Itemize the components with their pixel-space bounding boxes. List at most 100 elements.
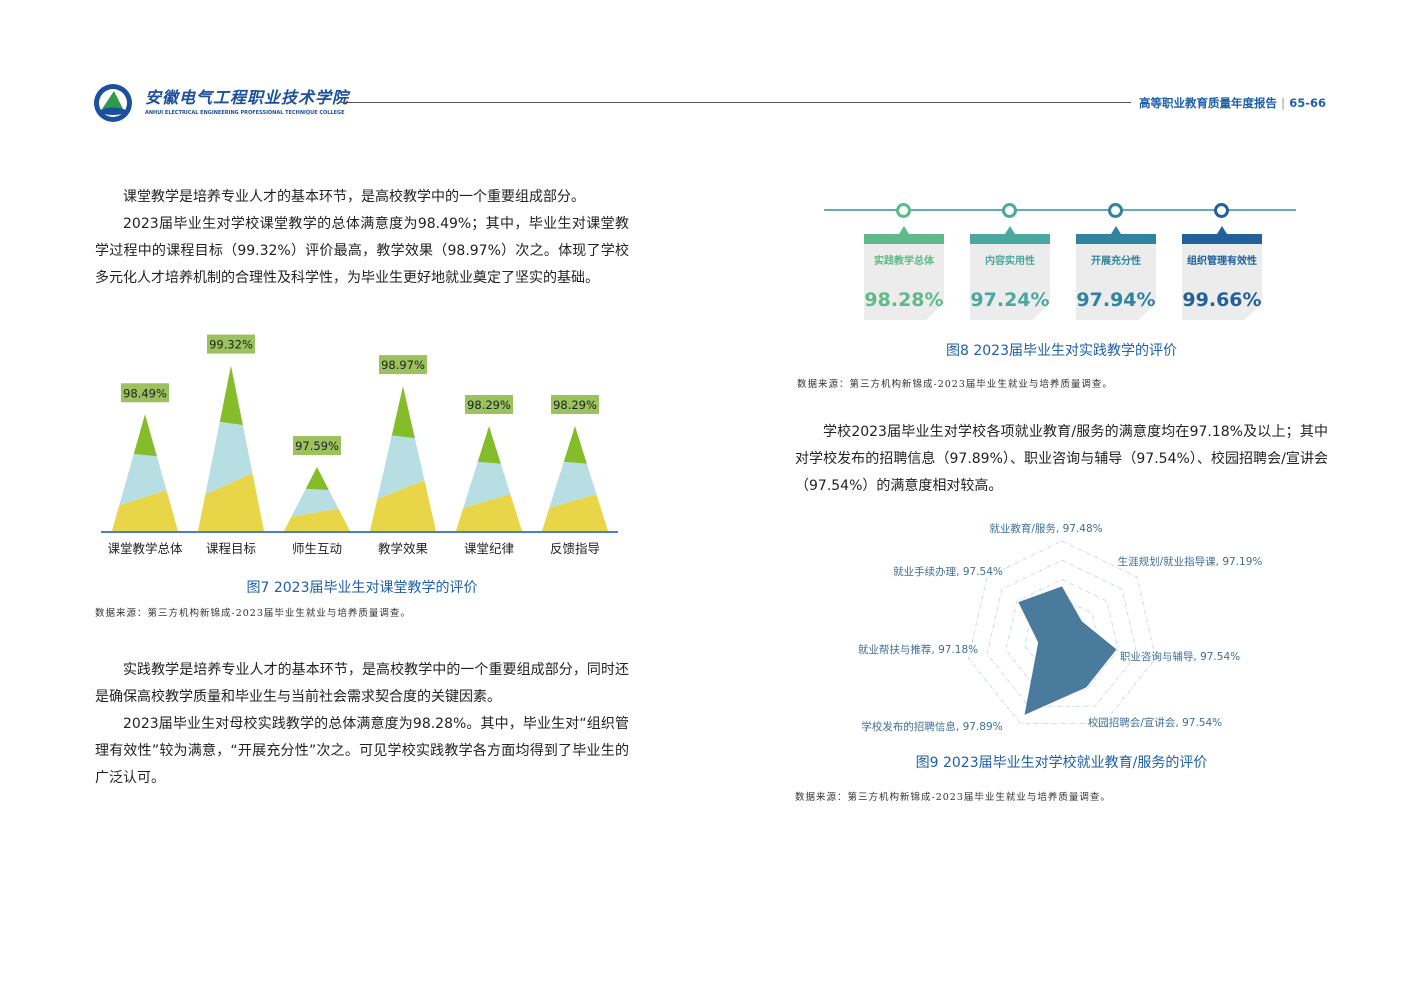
figure8-caption: 图8 2023届毕业生对实践教学的评价 [946,343,1177,359]
radar-grid-ring [967,540,1157,724]
paragraph-1: 课堂教学是培养专业人才的基本环节，是高校教学中的一个重要组成部分。 [123,189,585,205]
card-value: 99.66% [1182,289,1262,311]
card-value: 97.24% [970,289,1050,311]
card-pointer [1217,226,1227,234]
radar-axis-label: 校园招聘会/宣讲会, 97.54% [1088,716,1222,729]
card-label: 开展充分性 [1091,256,1141,267]
timeline-node [1002,203,1017,218]
chart-bar-3: 98.97% [370,355,436,531]
card-label: 组织管理有效性 [1187,256,1257,267]
bar-segment-middle [205,421,253,495]
radar-axis-label: 就业教育/服务, 97.48% [989,522,1102,535]
chart-bar-1: 99.32% [198,334,264,531]
data-label-bg [207,334,255,354]
paragraph-5: 学校2023届毕业生对学校各项就业教育/服务的满意度均在97.18%及以上；其中… [795,424,1328,494]
bar-segment-top [477,425,501,464]
timeline-node [896,203,911,218]
chart-bar-0: 98.49% [112,383,178,531]
bar-segment-middle [291,488,339,517]
data-label: 99.32% [209,338,253,352]
x-tick-label: 课堂教学总体 [107,541,183,556]
bar-segment-middle [377,435,425,500]
bar-segment-middle [463,461,511,508]
card-value: 98.28% [864,289,944,311]
card-pointer [1111,226,1121,234]
radar-grid-ring [986,559,1138,707]
page-numbers: 65-66 [1289,96,1327,110]
bar-segment-top [133,414,157,457]
employment-radar-chart: 就业教育/服务, 97.48% 生涯规划/就业指导课, 97.19% 职业咨询与辅导… [858,522,1263,733]
data-label: 98.97% [381,358,425,372]
figure7-source: 数据来源：第三方机构新锦成-2023届毕业生就业与培养质量调查。 [95,608,411,619]
figure7-caption: 图7 2023届毕业生对课堂教学的评价 [246,580,478,596]
card-value: 97.94% [1076,289,1156,311]
bar-segment-base [198,473,264,531]
bar-segment-middle [549,461,597,508]
practice-card: 开展充分性 97.94% [1076,234,1156,320]
radar-axis-label: 就业手续办理, 97.54% [893,565,1003,578]
bar-segment-top [219,365,243,426]
card-label: 内容实用性 [985,256,1035,267]
card-label: 实践教学总体 [874,256,934,267]
x-tick-label: 师生互动 [292,541,342,556]
header-rule [341,102,1131,103]
paragraph-employment: 学校2023届毕业生对学校各项就业教育/服务的满意度均在97.18%及以上；其中… [795,419,1328,500]
chart-bar-2: 97.59% [284,436,350,531]
bar-segment-top [305,467,329,491]
card-pointer [1005,226,1015,234]
classroom-teaching-chart: 98.49% 课堂教学总体 99.32% 课程目标 97.59% 师生互动 98.97% 教学… [101,334,618,556]
radar-axis-label: 职业咨询与辅导, 97.54% [1120,650,1240,663]
radar-axis-label: 就业帮扶与推荐, 97.18% [858,643,978,656]
radar-area [1018,586,1117,715]
data-label-bg [293,436,341,456]
card-header-bar [864,234,944,244]
radar-axis-label: 生涯规划/就业指导课, 97.19% [1118,555,1263,568]
x-tick-label: 教学效果 [378,541,429,556]
bar-segment-base [456,494,522,531]
card-header-bar [1182,234,1262,244]
report-title-text: 高等职业教育质量年度报告 [1139,96,1277,110]
data-label: 98.49% [123,386,167,400]
x-tick-label: 课堂纪律 [464,541,514,556]
card-pointer [899,226,909,234]
paragraph-classroom: 课堂教学是培养专业人才的基本环节，是高校教学中的一个重要组成部分。 2023届毕… [95,184,629,292]
practice-card: 组织管理有效性 99.66% [1182,234,1262,320]
paragraph-4: 2023届毕业生对母校实践教学的总体满意度为98.28%。其中，毕业生对“组织管… [95,716,629,786]
radar-grid-ring [1024,598,1100,673]
data-label: 97.59% [295,439,339,453]
bar-segment-base [112,490,178,531]
separator: | [1281,96,1290,110]
practice-card: 内容实用性 97.24% [970,234,1050,320]
data-label: 98.29% [467,398,511,412]
card-header-bar [970,234,1050,244]
chart-bar-5: 98.29% [542,394,608,531]
card-header-bar [1076,234,1156,244]
bar-segment-middle [119,453,167,506]
data-label: 98.29% [553,398,597,412]
practice-card: 实践教学总体 98.28% [864,234,944,320]
college-logo [94,84,132,122]
chart-bar-4: 98.29% [456,394,522,531]
radar-axis-label: 学校发布的招聘信息, 97.89% [861,720,1002,733]
bar-segment-base [542,494,608,531]
data-label-bg [551,394,599,414]
data-label-bg [465,394,513,414]
figure9-source: 数据来源：第三方机构新锦成-2023届毕业生就业与培养质量调查。 [795,792,1111,803]
college-name-en: ANHUI ELECTRICAL ENGINEERING PROFESSIONA… [145,110,345,116]
figure9-caption: 图9 2023届毕业生对学校就业教育/服务的评价 [915,755,1208,771]
x-tick-label: 反馈指导 [550,541,600,556]
report-title: 高等职业教育质量年度报告 | 65-66 [1139,95,1326,111]
timeline-line [824,209,1296,211]
figure8-source: 数据来源：第三方机构新锦成-2023届毕业生就业与培养质量调查。 [797,379,1113,390]
timeline-node [1214,203,1229,218]
bar-segment-base [284,508,350,531]
data-label-bg [379,355,427,375]
header: 安徽电气工程职业技术学院 ANHUI ELECTRICAL ENGINEERIN… [0,0,1421,130]
paragraph-practice: 实践教学是培养专业人才的基本环节，是高校教学中的一个重要组成部分，同时还是确保高… [95,657,629,792]
timeline-node [1108,203,1123,218]
paragraph-3: 实践教学是培养专业人才的基本环节，是高校教学中的一个重要组成部分，同时还是确保高… [95,662,629,705]
data-label-bg [121,383,169,403]
x-tick-label: 课程目标 [206,541,256,556]
bar-segment-top [563,425,587,464]
bar-segment-top [391,386,415,439]
